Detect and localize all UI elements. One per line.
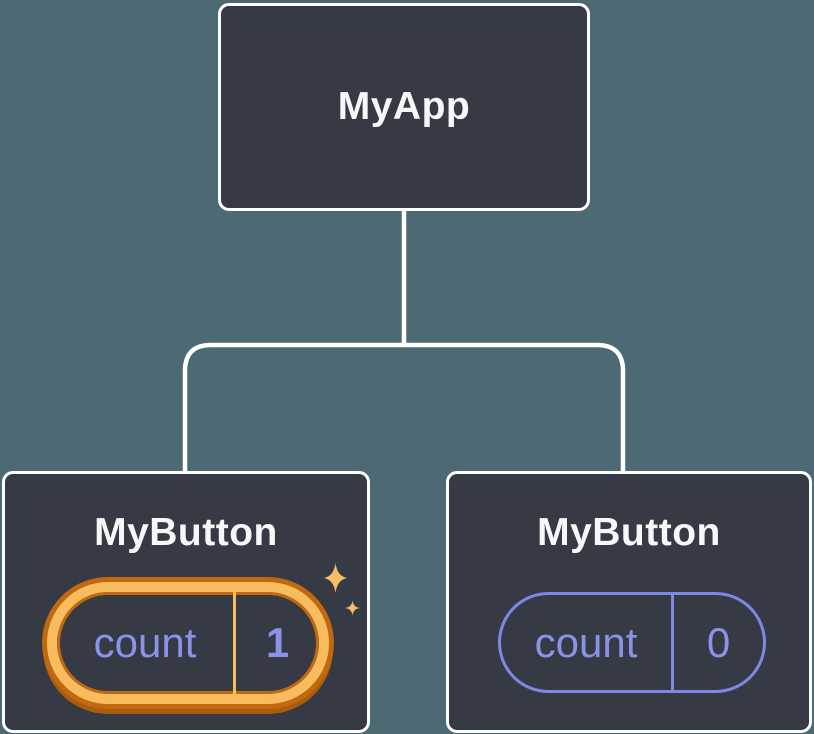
state-value: 0	[706, 618, 731, 666]
root-node-label: MyApp	[337, 85, 471, 128]
state-key-label: count	[93, 619, 197, 666]
connector-branch	[182, 342, 626, 474]
sparkle-small	[345, 600, 360, 616]
child-node-left-label: MyButton	[94, 511, 278, 554]
child-node-right: MyButton count 0	[446, 471, 812, 733]
child-node-right-label: MyButton	[537, 511, 721, 554]
pill-divider	[233, 592, 236, 694]
state-key-label: count	[534, 618, 638, 666]
child-node-left: MyButton count 1	[2, 471, 370, 733]
state-pill-plain: count 0	[498, 592, 766, 693]
pill-divider	[671, 595, 674, 690]
state-value: 1	[265, 619, 290, 666]
state-pill-highlighted: count 1	[47, 582, 329, 704]
sparkles-icon	[324, 563, 360, 616]
sparkle-large	[324, 563, 347, 593]
root-node: MyApp	[218, 3, 590, 211]
